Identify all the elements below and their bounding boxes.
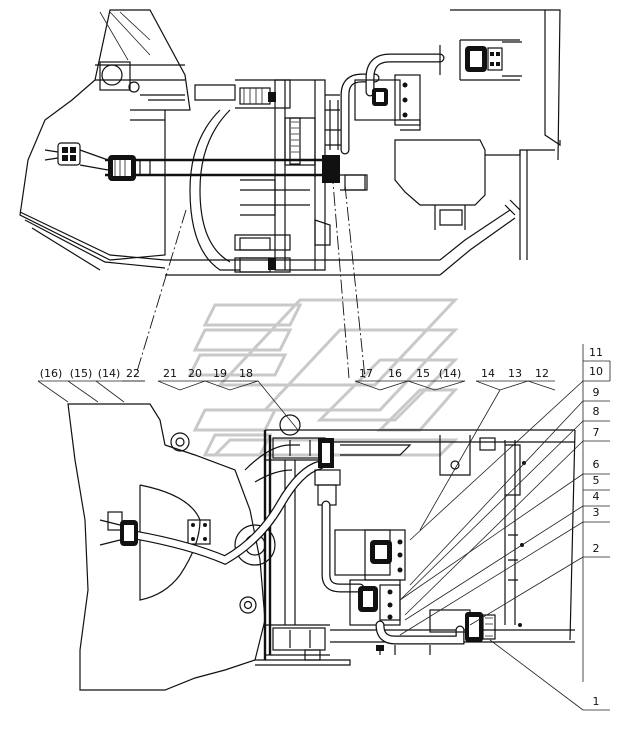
label-13: 13 — [508, 367, 522, 380]
label-21: 21 — [163, 367, 177, 380]
label-20: 20 — [188, 367, 202, 380]
label-10: 10 — [589, 365, 603, 378]
label-16-paren-left: (16) — [40, 367, 63, 380]
label-18: 18 — [239, 367, 253, 380]
leader-lines — [134, 169, 366, 379]
label-11: 11 — [589, 346, 603, 359]
label-1: 1 — [593, 695, 600, 708]
label-5: 5 — [593, 474, 600, 487]
label-12: 12 — [535, 367, 549, 380]
label-15-paren-left: (15) — [70, 367, 93, 380]
label-3: 3 — [593, 506, 600, 519]
label-17: 17 — [359, 367, 373, 380]
label-7: 7 — [593, 426, 600, 439]
bottom-view — [67, 403, 576, 691]
label-19: 19 — [213, 367, 227, 380]
label-8: 8 — [593, 405, 600, 418]
callouts: (16) (15) (14) 22 21 20 19 18 17 16 15 (… — [37, 344, 611, 711]
label-14-paren-left: (14) — [98, 367, 121, 380]
label-14: 14 — [481, 367, 495, 380]
label-4: 4 — [593, 490, 600, 503]
label-15: 15 — [416, 367, 430, 380]
top-view — [19, 9, 561, 276]
label-9: 9 — [593, 386, 600, 399]
label-14-paren: (14) — [439, 367, 462, 380]
label-16: 16 — [388, 367, 402, 380]
label-2: 2 — [593, 542, 600, 555]
label-22: 22 — [126, 367, 140, 380]
label-6: 6 — [593, 458, 600, 471]
